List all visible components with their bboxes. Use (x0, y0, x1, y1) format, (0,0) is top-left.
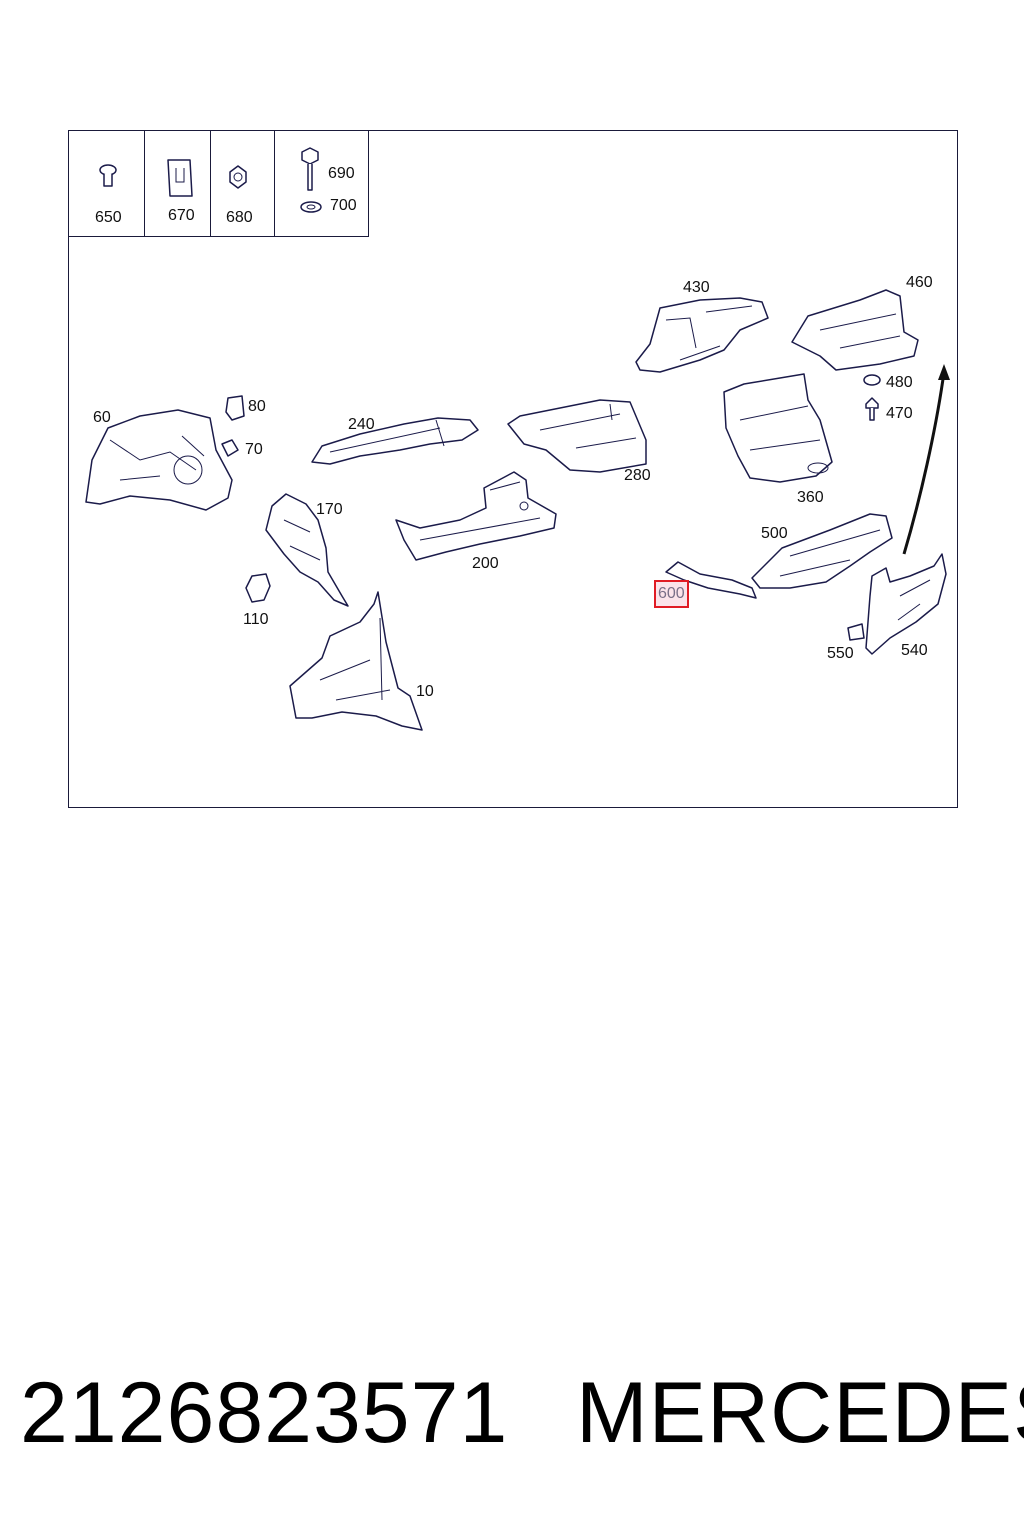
callout-470: 470 (886, 405, 913, 422)
callout-600: 600 (654, 580, 689, 608)
legend-label-650: 650 (95, 209, 122, 226)
legend-cell-650 (68, 130, 145, 237)
callout-70: 70 (245, 441, 263, 458)
part-80-shape (225, 395, 245, 421)
washer-icon (300, 201, 322, 213)
callout-280: 280 (624, 467, 651, 484)
callout-80: 80 (248, 398, 266, 415)
part-360-shape (723, 373, 833, 483)
part-60-shape (85, 409, 233, 511)
part-600-shape (665, 561, 757, 599)
callout-240: 240 (348, 416, 375, 433)
legend-label-700: 700 (330, 197, 357, 214)
part-480-shape (863, 374, 881, 386)
callout-110: 110 (243, 611, 269, 628)
part-550-shape (847, 623, 865, 641)
callout-200: 200 (472, 555, 499, 572)
part-10-shape (289, 591, 423, 731)
legend-cell-690-700 (275, 130, 369, 237)
part-240-shape (311, 417, 479, 465)
callout-10: 10 (416, 683, 434, 700)
callout-500: 500 (761, 525, 788, 542)
part-70-shape (221, 439, 239, 457)
part-110-shape (245, 573, 271, 603)
hex-bolt-icon (301, 147, 319, 191)
part-460-shape (791, 289, 919, 371)
callout-430: 430 (683, 279, 710, 296)
legend-cell-670 (145, 130, 211, 237)
diagram-frame (68, 130, 958, 808)
callout-360: 360 (797, 489, 824, 506)
legend-label-690: 690 (328, 165, 355, 182)
push-rivet-icon (99, 164, 117, 187)
legend-label-680: 680 (226, 209, 253, 226)
hex-nut-icon (229, 165, 247, 189)
part-540-shape (865, 553, 947, 655)
callout-550: 550 (827, 645, 854, 662)
callout-540: 540 (901, 642, 928, 659)
part-number: 2126823571 (20, 1365, 509, 1461)
legend-label-670: 670 (168, 207, 195, 224)
brand-name: MERCEDES (576, 1365, 1024, 1461)
callout-480: 480 (886, 374, 913, 391)
callout-60: 60 (93, 409, 111, 426)
part-170-shape (265, 493, 349, 607)
part-430-shape (635, 297, 769, 373)
legend-cell-680 (211, 130, 275, 237)
callout-460: 460 (906, 274, 933, 291)
part-200-shape (395, 471, 557, 561)
assembly-arrow (902, 364, 950, 555)
clip-nut-icon (167, 159, 193, 197)
part-500-shape (751, 513, 893, 589)
part-280-shape (507, 399, 647, 473)
part-470-shape (865, 397, 879, 421)
callout-170: 170 (316, 501, 343, 518)
